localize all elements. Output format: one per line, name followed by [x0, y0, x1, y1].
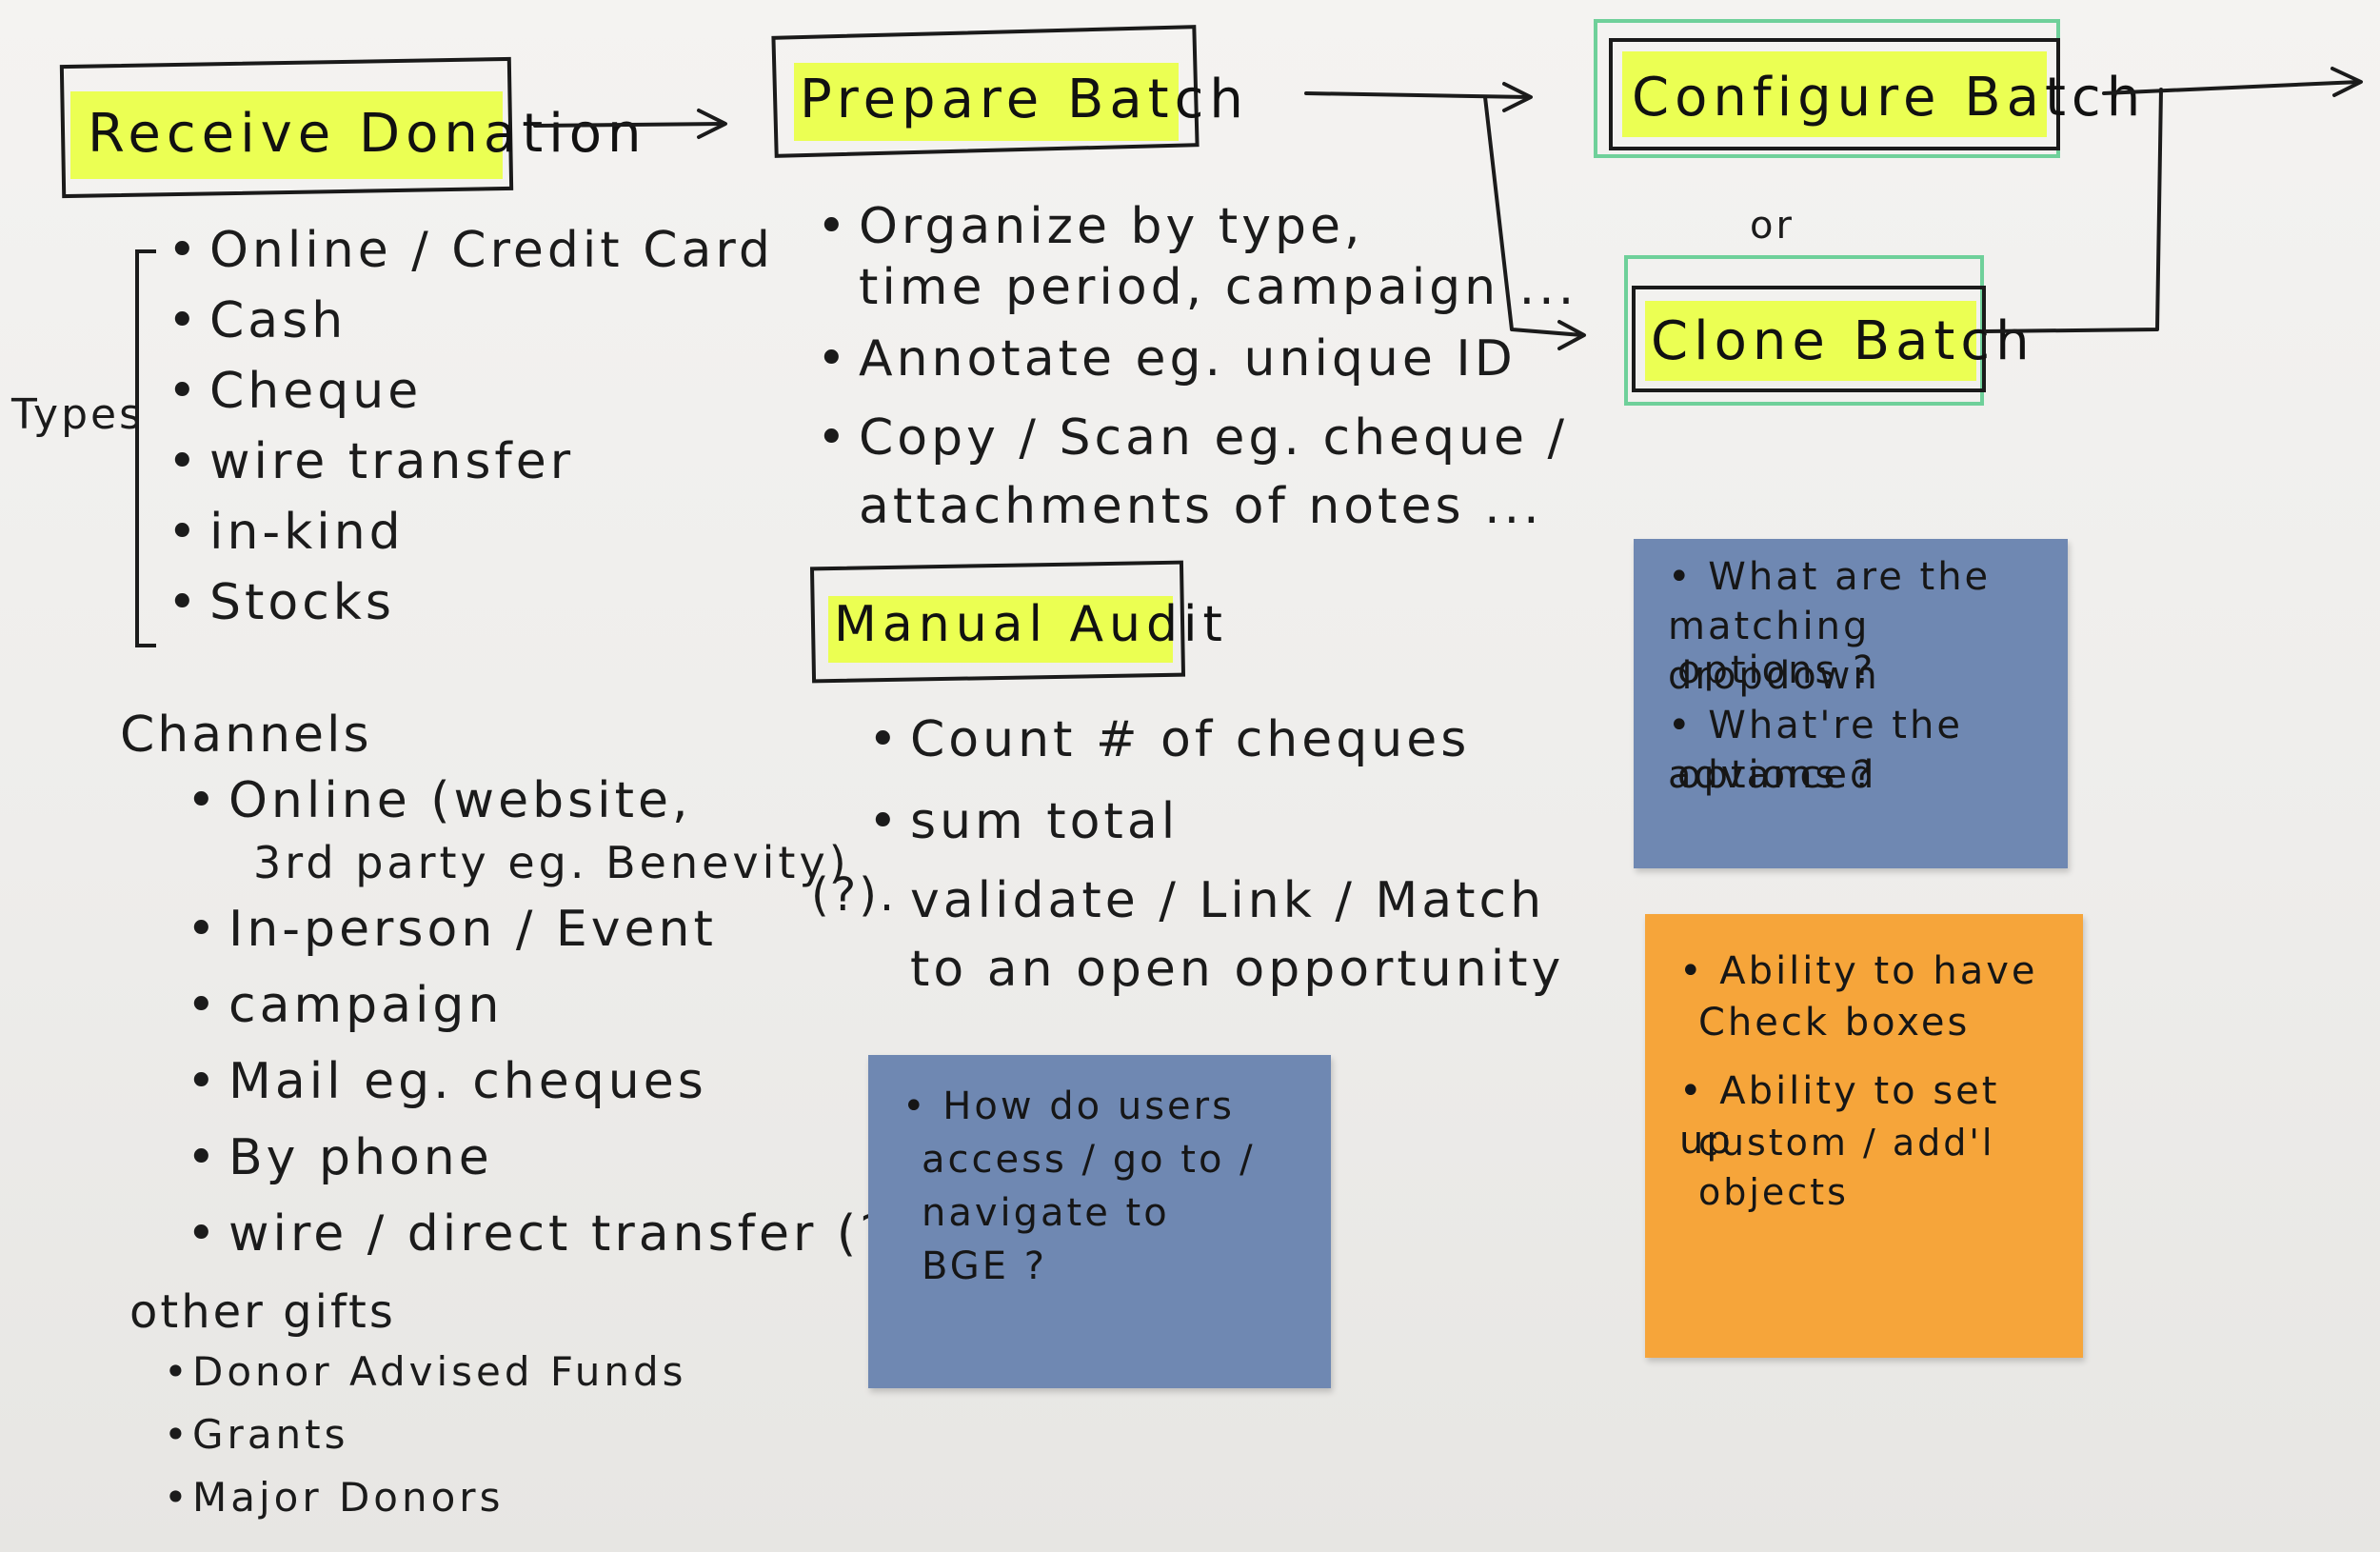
sticky-note-orange: • Ability to have Check boxes • Ability … [1645, 914, 2083, 1358]
manual-audit-title: Manual Audit [834, 596, 1228, 653]
audit-list: Count # of cheques sum total validate / … [868, 699, 1564, 1000]
note-line: options ? [1677, 753, 1876, 797]
prepare-batch-title: Prepare Batch [800, 69, 1249, 130]
arrowhead [697, 109, 727, 139]
types-label: Types [11, 390, 144, 439]
channel-item: Mail eg. cheques [187, 1044, 913, 1120]
note-line: • What are the [1668, 555, 1992, 599]
note-line: • Ability to have [1679, 949, 2038, 993]
channel-item: Online (website, [187, 767, 913, 834]
audit-item-continued: to an open opportunity [910, 941, 1565, 998]
type-item: Cheque [168, 356, 774, 427]
types-list: Online / Credit Card Cash Cheque wire tr… [168, 215, 774, 638]
configure-batch-highlight [1622, 51, 2047, 137]
type-item: Online / Credit Card [168, 215, 774, 286]
prepare-list: Organize by type, time period, campaign … [817, 196, 1577, 537]
or-label: or [1750, 204, 1795, 248]
prepare-item: Annotate eg. unique ID [817, 318, 1577, 400]
prepare-item: Copy / Scan eg. cheque / [817, 400, 1577, 476]
type-item: wire transfer [168, 427, 774, 497]
types-bracket [135, 249, 156, 647]
arrowhead [1502, 82, 1533, 112]
configure-batch-box [1609, 38, 2060, 150]
sticky-note-blue-bottom: • How do users access / go to / navigate… [868, 1055, 1331, 1388]
prepare-item: Organize by type, [817, 196, 1577, 257]
channel-item: By phone [187, 1120, 913, 1196]
type-item: Stocks [168, 567, 774, 638]
audit-marker: (?). [811, 868, 898, 922]
note-line: BGE ? [922, 1244, 1047, 1288]
note-line: navigate to [922, 1191, 1170, 1235]
channel-item: campaign [187, 967, 913, 1044]
other-gifts-list: Donor Advised Funds Grants Major Donors [164, 1341, 687, 1529]
clone-batch-title: Clone Batch [1651, 310, 2035, 372]
arrowhead [1557, 320, 1586, 350]
receive-donation-title: Receive Donation [88, 103, 647, 165]
channels-title: Channels [120, 706, 372, 764]
note-line: custom / add'l objects [1698, 1122, 1995, 1213]
note-line: • How do users [902, 1084, 1235, 1128]
receive-donation-highlight [70, 91, 503, 179]
audit-item: validate / Link / Match [910, 872, 1546, 929]
other-gift-item: Major Donors [164, 1466, 687, 1529]
arrow-branch-to-clone [1483, 95, 1584, 337]
other-gifts-title: other gifts [129, 1285, 396, 1339]
audit-item: Count # of cheques [868, 699, 1564, 781]
arrow-receive-to-prepare [533, 122, 725, 128]
prepare-batch-highlight [794, 63, 1179, 141]
note-line: • What're the advanced [1668, 704, 1963, 797]
configure-batch-title: Configure Batch [1632, 67, 2147, 129]
audit-item: sum total [868, 781, 1564, 863]
channel-item: wire / direct transfer (?) [187, 1196, 913, 1272]
arrow-clone-merge [1984, 88, 2163, 333]
manual-audit-highlight [828, 596, 1173, 663]
channels-list: Online (website, 3rd party eg. Benevity)… [187, 767, 913, 1272]
arrow-configure-out [2102, 80, 2361, 95]
channel-item: In-person / Event [187, 891, 913, 967]
note-line: Check boxes [1698, 1001, 1971, 1045]
arrowhead [2330, 67, 2363, 97]
sticky-note-blue-top: • What are the matching dropdown options… [1634, 539, 2068, 868]
arrow-prepare-to-configure [1304, 91, 1531, 99]
type-item: Cash [168, 286, 774, 356]
note-line: options ? [1677, 648, 1876, 692]
other-gift-item: Grants [164, 1403, 687, 1466]
channel-item-continued: 3rd party eg. Benevity) [253, 837, 850, 888]
prepare-item-continued: time period, campaign ... [859, 259, 1578, 316]
note-line: matching dropdown [1668, 605, 1880, 698]
prepare-item-continued: attachments of notes ... [859, 478, 1543, 535]
note-line: access / go to / [922, 1138, 1256, 1182]
clone-batch-highlight [1645, 301, 1976, 381]
type-item: in-kind [168, 497, 774, 567]
clone-batch-box [1632, 286, 1986, 392]
note-line: • Ability to set up [1679, 1069, 2000, 1163]
other-gift-item: Donor Advised Funds [164, 1341, 687, 1403]
